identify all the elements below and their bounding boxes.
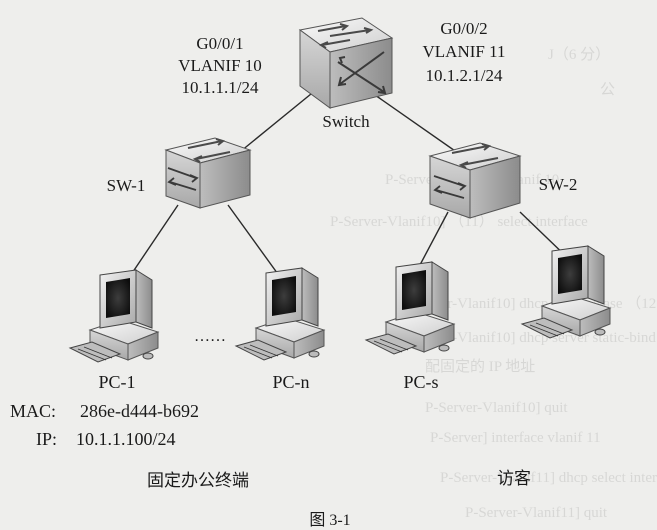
- pcs-label: PC-s: [403, 372, 439, 392]
- core-switch-icon: [298, 17, 394, 109]
- pcn-label: PC-n: [272, 372, 310, 392]
- ellipsis: ……: [194, 328, 226, 345]
- pcs-computer-icon: [364, 261, 456, 355]
- switch-left-ip-label: 10.1.1.1/24: [181, 78, 259, 97]
- pc1-mac-value: 286e-d444-b692: [80, 401, 199, 421]
- pcn-computer-icon: [234, 267, 326, 361]
- link-switch-sw1: [229, 84, 323, 161]
- pc1-ip-key: IP:: [36, 429, 58, 449]
- figure-caption: 图 3-1: [309, 512, 351, 529]
- group-label-visitor: 访客: [497, 469, 531, 489]
- switch-label: Switch: [322, 112, 370, 131]
- sw2-label: SW-2: [538, 175, 578, 194]
- group-label-fixed-office: 固定办公终端: [147, 471, 249, 491]
- switch-right-port-label: G0/0/2: [440, 19, 488, 38]
- switch-left-vlanif-label: VLANIF 10: [178, 56, 262, 75]
- sw1-switch-icon: [164, 137, 252, 209]
- visitor-pc-computer-icon: [520, 245, 612, 339]
- pc1-label: PC-1: [98, 372, 136, 392]
- switch-left-port-label: G0/0/1: [196, 34, 244, 53]
- sw1-label: SW-1: [106, 176, 146, 195]
- switch-right-vlanif-label: VLANIF 11: [422, 42, 506, 61]
- sw2-switch-icon: [428, 142, 522, 219]
- link-switch-sw2: [374, 94, 469, 161]
- switch-right-ip-label: 10.1.2.1/24: [425, 66, 503, 85]
- pc1-computer-icon: [68, 269, 160, 363]
- pc1-mac-key: MAC:: [10, 401, 57, 421]
- pc1-ip-value: 10.1.1.100/24: [76, 429, 176, 449]
